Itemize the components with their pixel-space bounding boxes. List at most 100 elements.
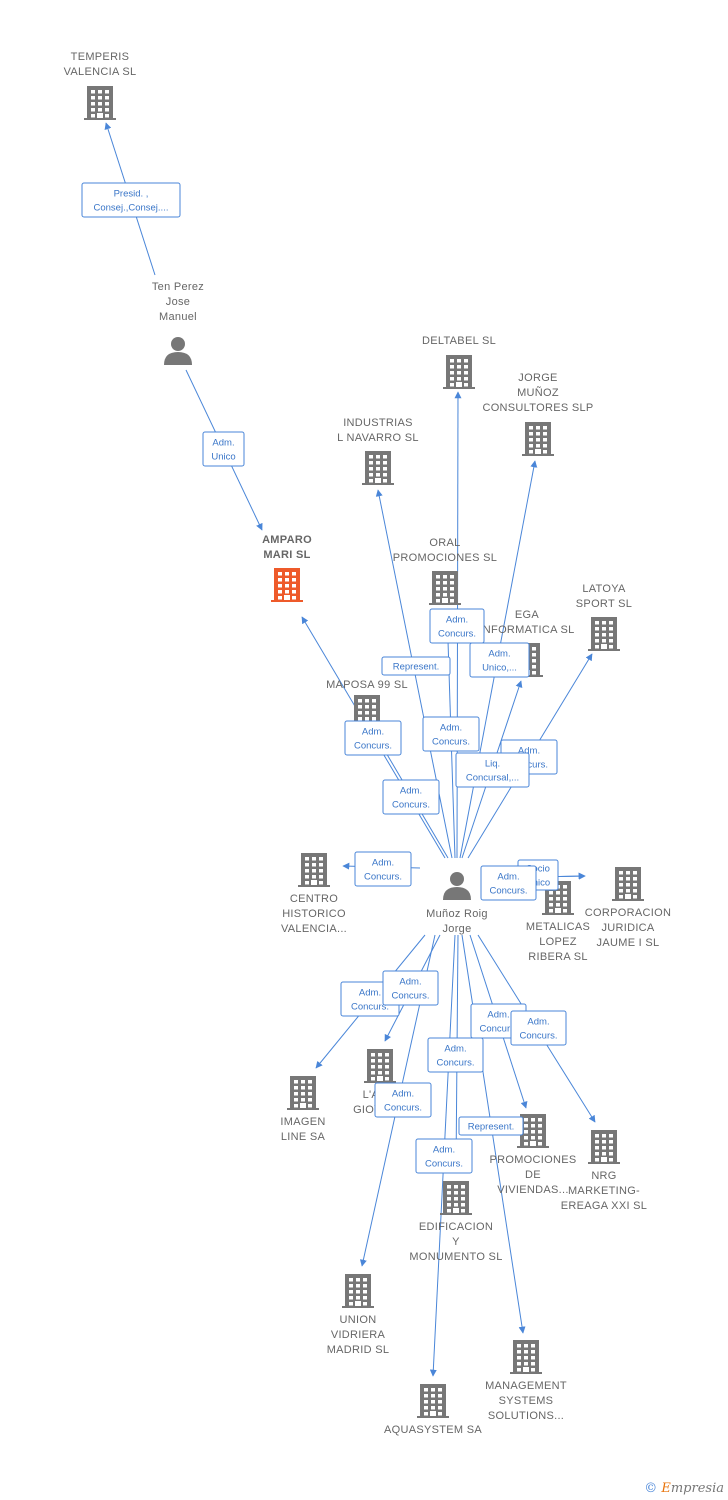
node-label-line: JAUME I SL bbox=[597, 937, 660, 949]
node-label-line: LATOYA bbox=[582, 583, 626, 595]
node-label-line: Muñoz Roig bbox=[426, 908, 488, 920]
building-icon bbox=[429, 571, 461, 605]
node-amparo[interactable]: AMPARO MARI SL bbox=[262, 534, 312, 602]
relation-label-box[interactable]: Adm. Concurs. bbox=[429, 608, 485, 644]
node-label-line: VALENCIA SL bbox=[64, 66, 137, 78]
relation-label-box[interactable]: Adm.Concurs. bbox=[427, 1037, 484, 1073]
node-aquasystem[interactable]: AQUASYSTEM SA bbox=[384, 1384, 482, 1436]
relation-label-box[interactable]: Adm.Unico bbox=[202, 431, 245, 467]
node-label-line: CORPORACION bbox=[585, 907, 671, 919]
relation-label-box[interactable]: Adm. Concurs. bbox=[480, 865, 537, 901]
relation-label-text: Unico,... bbox=[482, 663, 517, 674]
relation-label-text: Adm. bbox=[488, 649, 510, 660]
relation-label-text: Concurs. bbox=[519, 1031, 557, 1042]
node-imagen[interactable]: IMAGEN LINE SA bbox=[280, 1076, 325, 1143]
relation-label-text: Concurs. bbox=[384, 1103, 422, 1114]
building-icon bbox=[588, 1130, 620, 1164]
relation-label-box[interactable]: Adm. Concurs. bbox=[344, 720, 402, 756]
relation-label-box[interactable]: Adm. Unico,... bbox=[469, 642, 530, 678]
node-label-line: AMPARO bbox=[262, 534, 312, 546]
relation-label-box[interactable]: Represent. bbox=[381, 656, 451, 676]
relation-label-box[interactable]: Adm. Concurs. bbox=[510, 1010, 567, 1046]
relation-label-text: Adm. bbox=[372, 858, 394, 869]
brand-initial: E bbox=[661, 1481, 671, 1496]
node-label-line: MARKETING- bbox=[568, 1185, 640, 1197]
relation-label-text: Adm. bbox=[527, 1017, 549, 1028]
building-icon bbox=[517, 1114, 549, 1148]
relation-label-text: Concurs. bbox=[425, 1159, 463, 1170]
node-promociones[interactable]: PROMOCIONESDEVIVIENDAS... bbox=[489, 1114, 576, 1196]
relation-label-box[interactable]: Adm.Concurs. bbox=[382, 779, 440, 815]
node-label-line: AQUASYSTEM SA bbox=[384, 1424, 482, 1436]
building-icon bbox=[588, 617, 620, 651]
node-management[interactable]: MANAGEMENTSYSTEMSSOLUTIONS... bbox=[485, 1340, 567, 1422]
node-label-line: Ten Perez bbox=[152, 281, 204, 293]
node-label-line: IMAGEN bbox=[280, 1116, 325, 1128]
relation-label-text: Adm. bbox=[362, 727, 384, 738]
relation-label-text: Concurs. bbox=[479, 1024, 517, 1035]
building-icon bbox=[84, 86, 116, 120]
relation-label-text: Concurs. bbox=[432, 737, 470, 748]
building-icon bbox=[271, 568, 303, 602]
building-icon bbox=[298, 853, 330, 887]
building-icon bbox=[287, 1076, 319, 1110]
node-label-line: MONUMENTO SL bbox=[409, 1251, 502, 1263]
building-icon bbox=[510, 1340, 542, 1374]
node-label-line: DELTABEL SL bbox=[422, 335, 496, 347]
relation-label-box[interactable]: Adm.Concurs. bbox=[382, 970, 439, 1006]
node-label-line: MARI SL bbox=[263, 549, 310, 561]
relation-label-box[interactable]: Adm.Concurs. bbox=[415, 1138, 473, 1174]
relation-label-text: Concurs. bbox=[354, 741, 392, 752]
relation-label-text: Concurs. bbox=[436, 1058, 474, 1069]
node-label-line: Y bbox=[452, 1236, 460, 1248]
node-label-line: HISTORICO bbox=[282, 908, 346, 920]
relation-label-box[interactable]: Liq.Concursal,... bbox=[455, 752, 530, 788]
node-label-line: LOPEZ bbox=[539, 936, 577, 948]
relation-label-box[interactable]: Adm.Concurs. bbox=[374, 1082, 432, 1118]
relation-label-text: Concurs. bbox=[364, 872, 402, 883]
node-label-line: DE bbox=[525, 1169, 541, 1181]
relation-label-text: Adm. bbox=[487, 1010, 509, 1021]
building-icon bbox=[362, 451, 394, 485]
relation-label-text: Adm. bbox=[497, 872, 519, 883]
building-icon bbox=[342, 1274, 374, 1308]
node-label-line: EREAGA XXI SL bbox=[561, 1200, 647, 1212]
relation-label-text: Socio bbox=[526, 864, 550, 875]
node-label-line: SOLUTIONS... bbox=[488, 1410, 564, 1422]
footer-brand: © Empresia bbox=[644, 1481, 724, 1496]
node-label-line: JORGE bbox=[518, 372, 557, 384]
node-label-line: VIDRIERA bbox=[331, 1329, 386, 1341]
relation-label-text: Concurs. bbox=[489, 886, 527, 897]
relation-label-box[interactable]: Adm. Concurs. bbox=[354, 851, 412, 887]
relation-label-box[interactable]: Presid. ,Consej.,Consej.... bbox=[81, 182, 181, 218]
relation-label-text: Liq. bbox=[485, 759, 500, 770]
relation-label-text: Unico bbox=[211, 452, 235, 463]
relation-label-text: Adm. bbox=[440, 723, 462, 734]
relation-label-text: Concurs. bbox=[351, 1002, 389, 1013]
relation-label-box[interactable]: Adm. Concurs. bbox=[422, 716, 480, 752]
node-centro[interactable]: CENTROHISTORICOVALENCIA... bbox=[281, 853, 347, 935]
relation-label-text: Adm. bbox=[446, 615, 468, 626]
node-label-line: LINE SA bbox=[281, 1131, 326, 1143]
relation-label-box[interactable]: Represent. bbox=[458, 1116, 524, 1136]
node-deltabel[interactable]: DELTABEL SL bbox=[422, 335, 496, 389]
relation-label-text: Presid. , bbox=[114, 189, 149, 200]
brand-name: mpresia bbox=[670, 1481, 724, 1496]
relation-label-text: Concurs. bbox=[438, 629, 476, 640]
node-label-line: CONSULTORES SLP bbox=[482, 402, 593, 414]
relation-label-text: Concurs. bbox=[392, 800, 430, 811]
copyright-symbol: © bbox=[644, 1481, 658, 1496]
